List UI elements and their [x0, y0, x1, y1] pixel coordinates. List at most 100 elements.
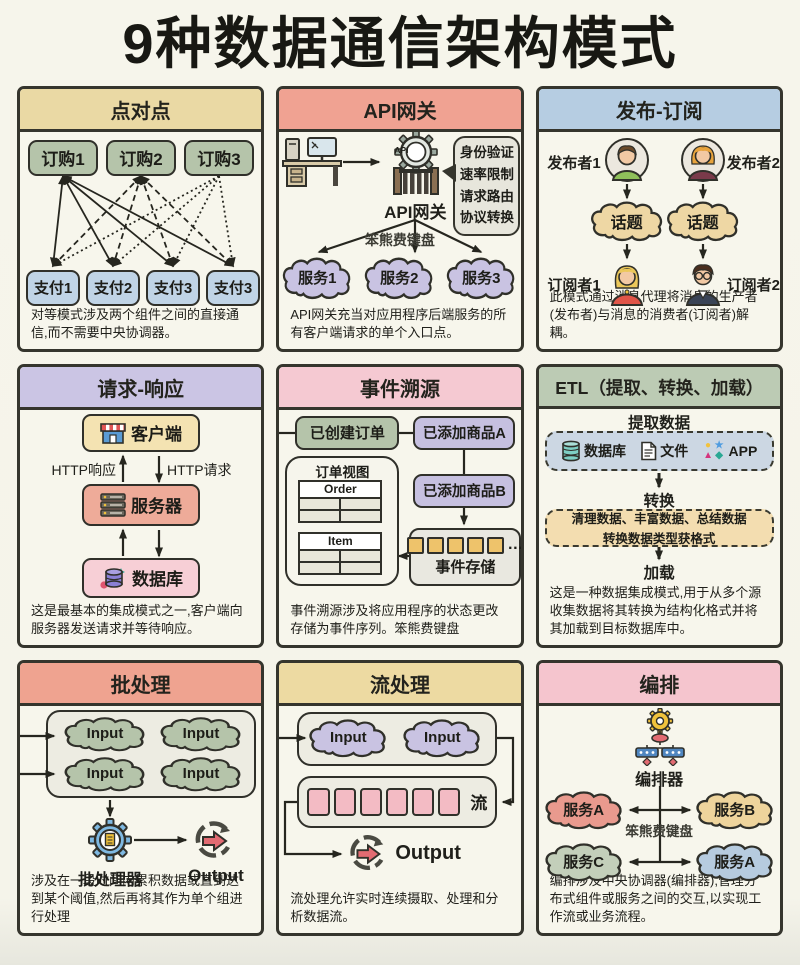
transform-label: 转换: [643, 492, 675, 510]
cloud-shape: [545, 790, 622, 829]
panel-pubsub-diagram: 发布者1 发布者2 话题 话题 订阅者1: [539, 132, 780, 306]
cloud-shape: [447, 257, 515, 299]
stream-input-cloud-2: Input: [399, 718, 485, 758]
transform-line-1: 清理数据、丰富数据、总结数据: [571, 512, 747, 527]
order-box-1: 订购1: [28, 139, 98, 176]
event-order-created-box: 已创建订单: [295, 415, 400, 450]
payment-box-4: 支付3: [206, 269, 260, 306]
table-row: [300, 562, 381, 573]
eventsourcing-connector-arrows: [279, 431, 469, 560]
item-table: Item: [298, 531, 383, 575]
panel-gateway-header: API网关: [279, 88, 521, 132]
cloud-shape: [64, 756, 145, 791]
panel-stream-header: 流处理: [279, 662, 521, 706]
source-database: 数据库: [561, 440, 626, 462]
gateway-features-bubble: 身份验证 速率限制 请求路由 协议转换: [442, 135, 521, 236]
cloud-shape: [590, 201, 662, 241]
batch-output-label: Output: [188, 865, 244, 885]
batch-input-cloud-3: Input: [60, 756, 150, 792]
panel-orchestration-diagram: 编排器 笨熊费键盘 服务A 服务B 服务C 服务A: [539, 706, 780, 881]
source-app: ● ★ ▲ ◆ APP: [703, 439, 758, 461]
http-request-label: HTTP请求: [167, 461, 232, 478]
api-gateway-icon: [393, 131, 440, 195]
page-title: 9种数据通信架构模式: [122, 12, 678, 75]
subscriber-1-label: 订阅者1: [547, 276, 601, 294]
publisher-1-label: 发布者1: [547, 154, 601, 172]
panel-reqres-header: 请求-响应: [20, 366, 262, 410]
bubble-tail: [442, 163, 457, 182]
panel-gateway-diagram: API API网关 身份验证 速率限制 请求路由 协议转换 笨熊费键盘 服务1 …: [279, 131, 521, 304]
table-row: [300, 510, 381, 521]
payment-box-3: 支付3: [146, 269, 200, 306]
reqres-connector-arrows: [119, 454, 163, 558]
app-shapes-icon: ● ★ ▲ ◆: [703, 439, 724, 461]
order-view-container: 订单视图 Order Item: [285, 455, 400, 586]
etl-transform-box: 清理数据、丰富数据、总结数据 转换数据类型获格式: [544, 508, 774, 547]
panel-stream-diagram: 流 Input Input Output: [279, 706, 520, 888]
event-item-a-box: 已添加商品A: [413, 415, 516, 450]
item-table-header: Item: [300, 533, 381, 551]
service-cloud-1: 服务1: [279, 256, 355, 300]
order-table: Order: [298, 479, 383, 523]
subscriber-1-avatar: [610, 264, 643, 306]
load-label: 加载: [643, 564, 675, 582]
http-response-label: HTTP响应: [51, 461, 116, 478]
api-badge: API: [394, 144, 409, 155]
cloud-shape: [403, 718, 480, 757]
order-view-label: 订单视图: [315, 464, 370, 480]
panel-p2p-caption: 对等模式涉及两个组件之间的直接通信,而不需要中央协调器。: [31, 306, 240, 340]
cloud-shape: [64, 716, 145, 751]
subscriber-2-label: 订阅者2: [726, 276, 780, 294]
stream-connector-arrows: [279, 733, 515, 858]
payment-box-1: 支付1: [26, 269, 80, 306]
source-file: 文件: [640, 441, 688, 461]
service-c-cloud: 服务C: [541, 842, 627, 882]
panel-stream: 流处理 流 Input Input Output: [276, 659, 524, 936]
event-store-squares: …: [407, 536, 524, 554]
panel-batch-diagram: Input Input Input Input: [20, 706, 261, 889]
pubsub-connector-arrows: [622, 183, 707, 260]
orchestration-connector-arrows: [628, 785, 692, 866]
cloud-shape: [283, 257, 351, 299]
order-table-header: Order: [300, 481, 381, 499]
service-a-cloud: 服务A: [541, 790, 627, 830]
cloud-shape: [545, 842, 622, 881]
etl-sources-box: 数据库 文件 ● ★ ▲: [544, 430, 774, 471]
stream-label: 流: [470, 794, 488, 814]
panel-pubsub: 发布-订阅 发布者1: [535, 85, 783, 352]
panel-etl-diagram: 提取数据 数据库: [539, 409, 780, 582]
etl-database-icon: [562, 440, 580, 461]
server-box: 服务器: [82, 483, 200, 526]
stream-input-cloud-1: Input: [305, 718, 391, 758]
publisher-2-avatar: [680, 137, 725, 182]
panel-gateway-caption: API网关充当对应用程序后端服务的所有客户端请求的单个入口点。: [290, 306, 507, 340]
api-gateway-label: API网关: [384, 202, 447, 222]
panel-etl-header: ETL（提取、转换、加载）: [538, 366, 780, 409]
extract-label: 提取数据: [628, 414, 691, 432]
etl-file-icon: [641, 441, 657, 460]
cloud-shape: [309, 718, 386, 757]
order-box-3: 订购3: [184, 139, 254, 176]
server-icon: [100, 492, 126, 517]
table-row: [300, 498, 381, 511]
bubble-line-1: 身份验证: [459, 145, 514, 161]
storefront-icon: [100, 422, 126, 444]
panel-grid: 点对点 订购1 订购2 订: [0, 85, 800, 936]
event-store-box: … 事件存储: [407, 527, 524, 586]
cloud-shape: [160, 716, 241, 751]
bubble-line-2: 速率限制: [459, 167, 514, 182]
panel-orchestration-header: 编排: [538, 662, 780, 706]
batch-output-icon: [195, 820, 230, 858]
panel-batch-caption: 涉及在一段时间内累积数据或直到达到某个阈值,然后再将其作为单个组进行处理: [31, 872, 243, 924]
panel-orchestration-caption: 编排涉及中央协调器(编排器),管理分布式组件或服务之间的交互,以实现工作流或业务…: [549, 872, 762, 924]
stream-output-icon: [350, 834, 384, 870]
bubble-line-3: 请求路由: [459, 188, 514, 204]
etl-connector-arrows: [654, 472, 663, 561]
gateway-connector-arrows: [317, 157, 483, 254]
panel-gateway: API网关: [276, 85, 524, 352]
service-b-cloud: 服务B: [692, 790, 778, 830]
publisher-1-avatar: [604, 137, 649, 182]
panel-stream-caption: 流处理允许实时连续摄取、处理和分析数据流。: [290, 890, 499, 924]
topic-cloud-2: 话题: [663, 200, 743, 242]
event-store-ellipsis: …: [507, 536, 524, 554]
